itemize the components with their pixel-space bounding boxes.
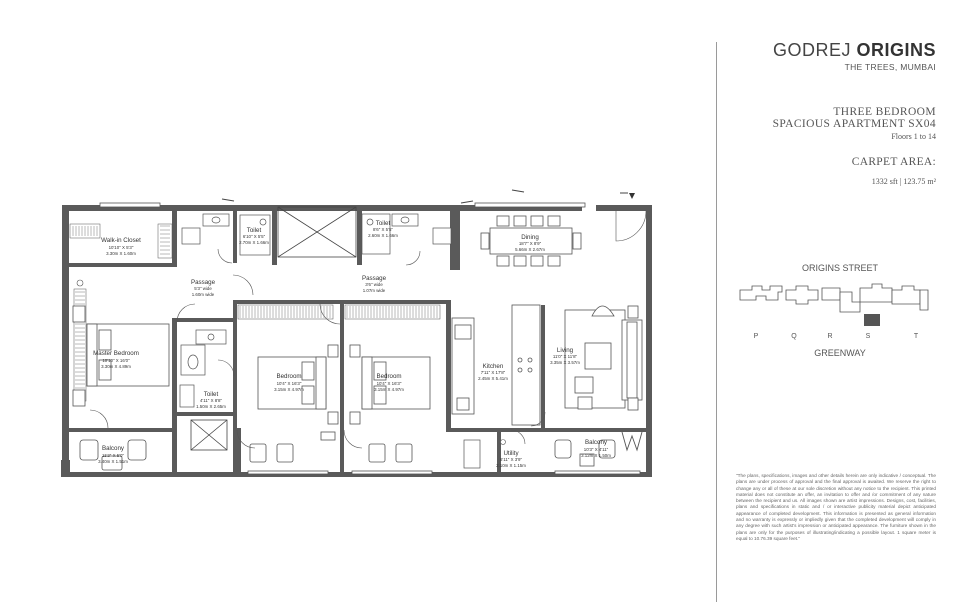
room-label-toilet-3: Toilet 4'11" X 8'8" 1.50m X 2.65m bbox=[196, 391, 226, 409]
room-label-passage-2: Passage 3'6" wide 1.07m wide bbox=[362, 275, 387, 293]
svg-text:Master Bedroom: Master Bedroom bbox=[93, 350, 139, 357]
svg-text:2.70m X 1.66m: 2.70m X 1.66m bbox=[239, 240, 269, 245]
svg-text:4'11" X 8'8": 4'11" X 8'8" bbox=[200, 398, 222, 403]
room-label-passage-1: Passage 5'3" wide 1.60m wide bbox=[191, 279, 216, 297]
room-label-bedroom-2: Bedroom 10'4" X 16'3" 3.15m X 4.97m bbox=[374, 373, 404, 392]
windows bbox=[99, 202, 641, 475]
svg-text:Toilet: Toilet bbox=[376, 220, 391, 227]
svg-text:3.15m X 4.97m: 3.15m X 4.97m bbox=[374, 387, 404, 392]
svg-text:6'10" X 5'5": 6'10" X 5'5" bbox=[243, 234, 266, 239]
svg-text:10'3" X 4'11": 10'3" X 4'11" bbox=[584, 447, 609, 452]
outer-walls bbox=[61, 205, 652, 477]
svg-text:3.35m X 3.57m: 3.35m X 3.57m bbox=[550, 360, 580, 365]
floor-plan: Walk-in Closet 10'10" X 5'3" 3.30m X 1.6… bbox=[61, 189, 652, 477]
entrance-icon bbox=[629, 193, 635, 199]
svg-text:2.60m X 1.66m: 2.60m X 1.66m bbox=[368, 233, 398, 238]
key-plan-greenway-label: GREENWAY bbox=[814, 348, 866, 358]
fixture-dots bbox=[76, 279, 506, 445]
room-label-utility: Utility 6'11" X 3'9" 2.10m X 1.15m bbox=[496, 450, 526, 468]
apartment-name: SPACIOUS APARTMENT SX04 bbox=[772, 118, 936, 130]
brand-logo: GODREJ ORIGINS bbox=[773, 40, 936, 61]
svg-text:Passage: Passage bbox=[191, 279, 216, 286]
svg-text:3.30m X 4.89m: 3.30m X 4.89m bbox=[101, 364, 131, 369]
beds bbox=[72, 305, 431, 425]
svg-text:Toilet: Toilet bbox=[204, 391, 219, 398]
svg-text:Utility: Utility bbox=[503, 450, 519, 457]
svg-text:Kitchen: Kitchen bbox=[483, 363, 504, 370]
living-furniture bbox=[554, 305, 643, 467]
svg-text:10'10" X 16'0": 10'10" X 16'0" bbox=[102, 358, 130, 363]
brand-prefix: GODREJ bbox=[772, 40, 851, 60]
brand-subtitle: THE TREES, MUMBAI bbox=[844, 62, 936, 72]
svg-text:10'4" X 16'3": 10'4" X 16'3" bbox=[377, 381, 402, 386]
svg-text:1.60m wide: 1.60m wide bbox=[192, 292, 215, 297]
svg-text:1.07m wide: 1.07m wide bbox=[363, 288, 386, 293]
key-plan-letter-s: S bbox=[866, 333, 871, 340]
toilet-fixtures bbox=[179, 213, 481, 469]
room-label-master-bedroom: Master Bedroom 10'10" X 16'0" 3.30m X 4.… bbox=[93, 350, 139, 369]
brand-block: GODREJ ORIGINS THE TREES, MUMBAI bbox=[773, 40, 936, 72]
room-label-balcony-1: Balcony 11'2" X 5'0" 3.40m X 1.51m bbox=[98, 445, 128, 464]
apartment-type: THREE BEDROOM bbox=[833, 106, 936, 118]
room-label-living: Living 11'0" X 11'8" 3.35m X 3.57m bbox=[550, 347, 580, 365]
svg-text:10'4" X 16'3": 10'4" X 16'3" bbox=[277, 381, 302, 386]
svg-text:2.45m X 5.41m: 2.45m X 5.41m bbox=[478, 376, 508, 381]
dining-furniture bbox=[480, 215, 582, 267]
key-plan-buildings bbox=[739, 283, 929, 313]
svg-text:3.15m X 4.97m: 3.15m X 4.97m bbox=[274, 387, 304, 392]
key-plan: ORIGINS STREET P Q R S T GREENWAY bbox=[739, 263, 929, 358]
key-plan-letter-p: P bbox=[754, 333, 759, 340]
svg-text:18'7" X 8'9": 18'7" X 8'9" bbox=[519, 241, 542, 246]
svg-text:3.40m X 1.51m: 3.40m X 1.51m bbox=[98, 459, 128, 464]
brand-name: ORIGINS bbox=[856, 40, 936, 60]
doors bbox=[89, 210, 647, 449]
key-plan-street-label: ORIGINS STREET bbox=[802, 263, 879, 273]
svg-text:Bedroom: Bedroom bbox=[376, 373, 401, 380]
key-plan-letter-t: T bbox=[914, 333, 919, 340]
svg-text:Toilet: Toilet bbox=[247, 227, 262, 234]
svg-text:Balcony: Balcony bbox=[102, 445, 125, 452]
svg-text:11'0" X 11'8": 11'0" X 11'8" bbox=[553, 354, 578, 359]
key-plan-unit-marker bbox=[864, 314, 880, 326]
room-label-walkin-closet: Walk-in Closet 10'10" X 5'3" 3.30m X 1.6… bbox=[101, 237, 141, 256]
door-sills bbox=[221, 189, 628, 204]
room-label-toilet-1: Toilet 6'10" X 5'5" 2.70m X 1.66m bbox=[239, 227, 269, 245]
key-plan-letter-r: R bbox=[827, 333, 832, 340]
wardrobe-hatching bbox=[72, 225, 438, 397]
svg-text:Walk-in Closet: Walk-in Closet bbox=[101, 237, 141, 244]
svg-text:1.50m X 2.65m: 1.50m X 2.65m bbox=[196, 404, 226, 409]
svg-text:3.12m X 1.50m: 3.12m X 1.50m bbox=[581, 453, 611, 458]
svg-text:5'3" wide: 5'3" wide bbox=[194, 286, 212, 291]
svg-text:Bedroom: Bedroom bbox=[276, 373, 301, 380]
svg-text:Dining: Dining bbox=[521, 234, 539, 241]
room-label-toilet-2: Toilet 8'6" X 5'5" 2.60m X 1.66m bbox=[368, 220, 398, 238]
svg-text:11'2" X 5'0": 11'2" X 5'0" bbox=[102, 453, 124, 458]
svg-text:10'10" X 5'3": 10'10" X 5'3" bbox=[109, 245, 134, 250]
kitchen-counters bbox=[451, 304, 541, 426]
apartment-floors: Floors 1 to 14 bbox=[891, 132, 936, 141]
carpet-area-value: 1332 sft | 123.75 m² bbox=[871, 177, 936, 186]
room-label-bedroom-1: Bedroom 10'4" X 16'3" 3.15m X 4.97m bbox=[274, 373, 304, 392]
room-label-dining: Dining 18'7" X 8'9" 5.66m X 2.67m bbox=[515, 234, 545, 252]
svg-text:5.66m X 2.67m: 5.66m X 2.67m bbox=[515, 247, 545, 252]
key-plan-letter-q: Q bbox=[791, 333, 797, 340]
svg-text:6'11" X 3'9": 6'11" X 3'9" bbox=[500, 457, 522, 462]
svg-text:8'6" X 5'5": 8'6" X 5'5" bbox=[373, 227, 393, 232]
room-label-balcony-2: Balcony 10'3" X 4'11" 3.12m X 1.50m bbox=[581, 439, 611, 458]
svg-text:2.10m X 1.15m: 2.10m X 1.15m bbox=[496, 463, 526, 468]
svg-text:3'6" wide: 3'6" wide bbox=[365, 282, 383, 287]
panel-divider bbox=[716, 42, 717, 602]
disclaimer-text: "The plans, specifications, images and o… bbox=[736, 473, 936, 541]
apartment-info: THREE BEDROOM SPACIOUS APARTMENT SX04 Fl… bbox=[773, 106, 936, 141]
svg-text:Living: Living bbox=[557, 347, 574, 354]
svg-text:3.30m X 1.60m: 3.30m X 1.60m bbox=[106, 251, 136, 256]
svg-text:Passage: Passage bbox=[362, 275, 387, 282]
bedroom-chairs bbox=[79, 431, 413, 471]
carpet-area-heading: CARPET AREA: bbox=[851, 156, 936, 168]
room-label-kitchen: Kitchen 7'11" X 17'8" 2.45m X 5.41m bbox=[478, 363, 508, 381]
service-shaft bbox=[190, 206, 357, 451]
svg-text:7'11" X 17'8": 7'11" X 17'8" bbox=[481, 370, 506, 375]
svg-text:Balcony: Balcony bbox=[585, 439, 608, 446]
balcony-mark bbox=[621, 431, 643, 452]
